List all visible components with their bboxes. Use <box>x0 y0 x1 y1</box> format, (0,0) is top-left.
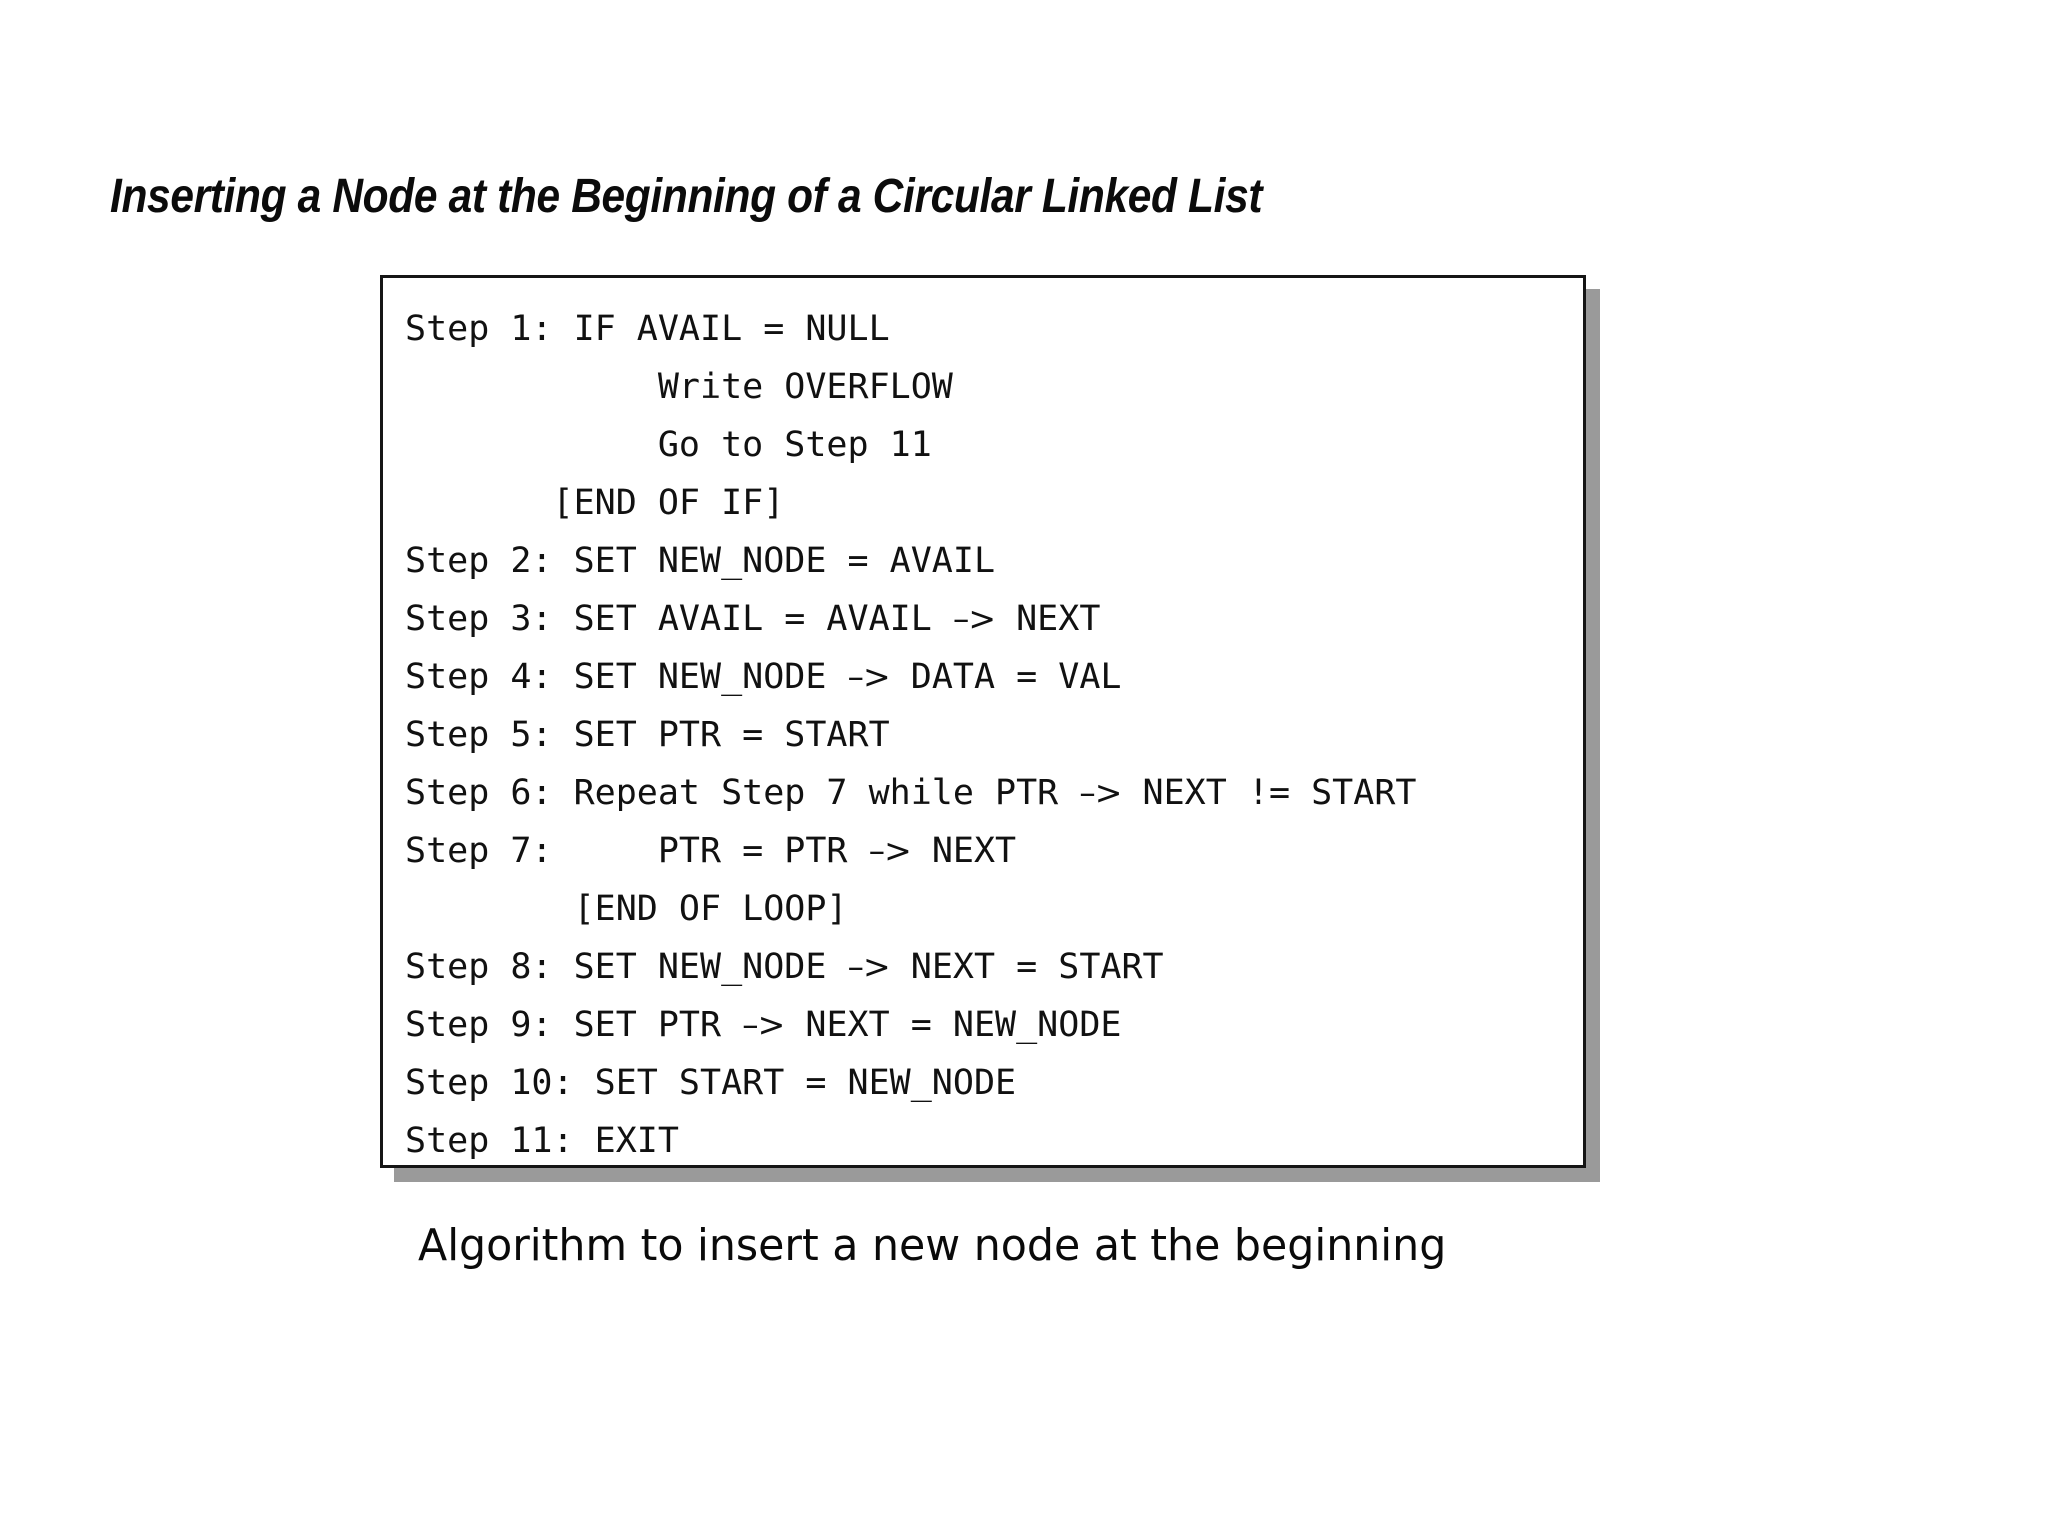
pointer-arrow-glyph: –> <box>868 831 912 870</box>
pointer-arrow-glyph: –> <box>952 599 996 638</box>
algorithm-code-line: Step 11: EXIT <box>405 1121 679 1161</box>
algorithm-box-container: Step 1: IF AVAIL = NULL Write OVERFLOW G… <box>380 275 1600 1182</box>
pointer-arrow-glyph: –> <box>1079 773 1122 812</box>
algorithm-code-line: Step 2: SET NEW_NODE = AVAIL <box>405 541 996 581</box>
algorithm-code-line: Step 4: SET NEW_NODE –> DATA = VAL <box>405 657 1122 697</box>
algorithm-code-line: [END OF LOOP] <box>405 889 848 929</box>
figure-caption: Algorithm to insert a new node at the be… <box>418 1220 1447 1271</box>
algorithm-code-line: Step 7: PTR = PTR –> NEXT <box>405 831 1017 871</box>
algorithm-code-line: Step 3: SET AVAIL = AVAIL –> NEXT <box>405 599 1101 639</box>
algorithm-code-line: Step 5: SET PTR = START <box>405 715 890 755</box>
algorithm-code-line: [END OF IF] <box>405 483 785 523</box>
pointer-arrow-glyph: –> <box>847 947 891 986</box>
algorithm-box: Step 1: IF AVAIL = NULL Write OVERFLOW G… <box>380 275 1586 1168</box>
algorithm-code-line: Step 9: SET PTR –> NEXT = NEW_NODE <box>405 1005 1122 1045</box>
algorithm-code-line: Go to Step 11 <box>405 425 932 465</box>
algorithm-code-listing: Step 1: IF AVAIL = NULL Write OVERFLOW G… <box>405 300 1573 1170</box>
algorithm-code-line: Step 10: SET START = NEW_NODE <box>405 1063 1017 1103</box>
algorithm-code-line: Write OVERFLOW <box>405 367 953 407</box>
pointer-arrow-glyph: –> <box>742 1005 785 1044</box>
algorithm-code-line: Step 1: IF AVAIL = NULL <box>405 309 890 349</box>
algorithm-code-line: Step 8: SET NEW_NODE –> NEXT = START <box>405 947 1164 987</box>
pointer-arrow-glyph: –> <box>847 657 891 696</box>
algorithm-code-line: Step 6: Repeat Step 7 while PTR –> NEXT … <box>405 773 1417 813</box>
page-title: Inserting a Node at the Beginning of a C… <box>110 170 1263 223</box>
